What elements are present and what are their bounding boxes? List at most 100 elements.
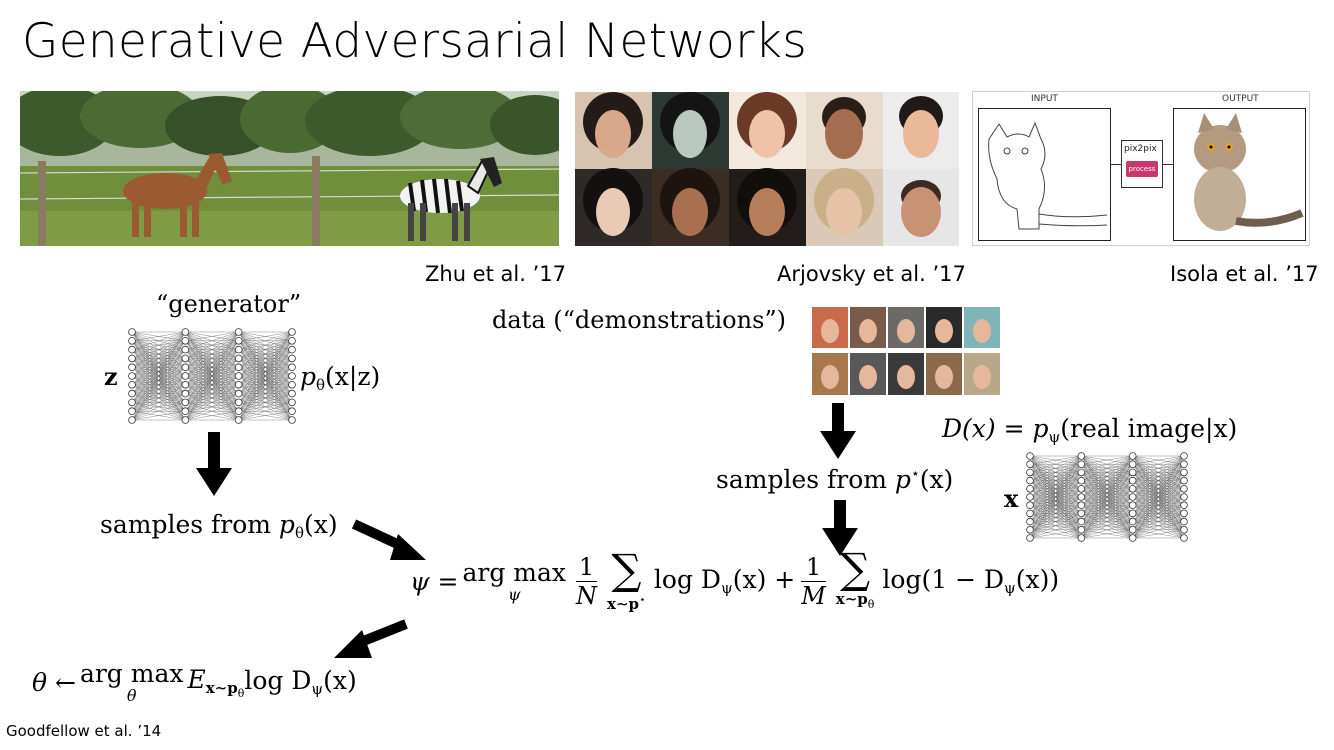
network-edge: [131, 340, 186, 421]
network-node: [1026, 517, 1034, 526]
network-node: [1180, 460, 1188, 468]
network-edge: [131, 402, 186, 421]
arrow-out-line: [1163, 164, 1173, 165]
theta-term-sub: ψ: [311, 680, 324, 698]
network-node: [1180, 476, 1188, 485]
samples-from-generator: samples from pθ(x): [100, 510, 338, 542]
theta-E-sub-text: x∼p: [205, 678, 238, 697]
network-node: [288, 416, 296, 424]
network-edge: [1132, 480, 1185, 539]
network-edge: [131, 349, 186, 421]
network-node: [1180, 493, 1188, 501]
network-edge: [185, 331, 239, 341]
psi-lhs: ψ =: [410, 566, 459, 596]
network-edge: [131, 367, 186, 421]
psi-term2-text: log(1 − D: [882, 565, 1005, 594]
slide-title: Generative Adversarial Networks: [22, 14, 808, 69]
network-node: [288, 407, 296, 415]
network-edge: [1081, 455, 1133, 530]
network-edge: [1029, 496, 1082, 539]
generator-input-z-text: z: [104, 362, 118, 391]
network-edge: [238, 331, 293, 368]
psi-frac2-den: M: [801, 581, 826, 610]
network-edge: [1029, 455, 1082, 514]
psi-term1-text: log D: [653, 565, 721, 594]
psi-sum1-sub: x∼p⋆: [607, 591, 646, 613]
discriminator-definition: D(x) = pψ(real image|x): [942, 414, 1237, 446]
network-edge: [1132, 488, 1185, 539]
network-edge: [1029, 529, 1082, 539]
psi-sum1-symbol: ∑: [611, 545, 642, 594]
network-edge: [238, 331, 293, 385]
network-node: [1077, 476, 1086, 485]
psi-sum1-sub-text: x∼p: [607, 595, 640, 613]
network-edge: [131, 331, 186, 341]
network-edge: [185, 331, 239, 421]
network-edge: [1029, 455, 1082, 473]
psi-sum1-sup: ⋆: [639, 593, 646, 606]
arrow-in-line: [1111, 164, 1121, 165]
psi-sum2-sub-text: x∼p: [835, 590, 868, 608]
network-node: [288, 336, 296, 345]
network-node: [181, 372, 190, 380]
network-edge: [185, 349, 239, 421]
network-edge: [131, 331, 186, 394]
network-node: [181, 389, 190, 398]
psi-sum2-symbol: ∑: [840, 544, 871, 593]
samples-gen-sub: θ: [294, 524, 304, 542]
network-node: [1180, 517, 1188, 526]
network-edge: [1132, 455, 1185, 530]
samples-gen-p: p: [278, 510, 295, 539]
network-node: [1180, 509, 1188, 518]
cat-output-box: [1173, 108, 1306, 241]
network-node: [1128, 468, 1137, 477]
network-edge: [1132, 455, 1185, 473]
pix2pix-input-label: INPUT: [1031, 94, 1058, 104]
network-node: [234, 328, 243, 336]
network-node: [128, 328, 136, 336]
network-edge: [131, 358, 186, 421]
generator-output-arg: (x|z): [325, 362, 381, 391]
network-edge: [185, 331, 239, 350]
generator-update-equation: θ ← arg max θ Ex∼pθ log Dψ(x): [32, 660, 357, 704]
network-node: [1128, 501, 1137, 509]
psi-term2-arg: (x)): [1015, 565, 1060, 594]
psi-frac-1-over-m: 1 M: [801, 553, 826, 610]
theta-E-subsub: θ: [237, 686, 245, 700]
psi-argmax: arg max ψ: [463, 559, 567, 603]
psi-argmax-sub: ψ: [507, 585, 521, 604]
network-node: [1077, 452, 1086, 460]
generator-output-sub: θ: [316, 376, 326, 394]
network-node: [288, 363, 296, 371]
network-edge: [1081, 455, 1133, 539]
data-demonstrations-label: data (“demonstrations”): [492, 306, 787, 334]
network-edge: [131, 384, 186, 421]
samples-data-sup: ⋆: [910, 466, 920, 482]
citation-goodfellow: Goodfellow et al. ’14: [6, 722, 162, 740]
network-edge: [238, 331, 293, 341]
network-node: [1077, 509, 1086, 518]
network-node: [1128, 534, 1137, 542]
network-node: [181, 354, 190, 363]
psi-argmax-op: arg max: [462, 558, 567, 587]
network-edge: [1132, 455, 1185, 539]
discriminator-objective-equation: ψ = arg max ψ 1 N ∑ x∼p⋆ log Dψ(x) + 1 M…: [410, 548, 1059, 614]
network-node: [181, 398, 190, 407]
theta-argmax: arg max θ: [80, 660, 184, 704]
discriminator-input-x: x: [1004, 484, 1018, 513]
network-edge: [238, 358, 293, 421]
caption-arjovsky: Arjovsky et al. ’17: [777, 262, 966, 286]
network-edge: [1029, 480, 1082, 539]
network-edge: [131, 393, 186, 421]
network-node: [1077, 534, 1086, 542]
horse-zebra-image: [20, 91, 559, 246]
network-node: [1180, 501, 1188, 509]
network-edge: [238, 349, 293, 421]
network-node: [1180, 484, 1188, 493]
network-edge: [1029, 521, 1082, 539]
sketch-input-box: [978, 108, 1111, 241]
network-node: [1077, 493, 1086, 501]
network-node: [1128, 452, 1137, 460]
network-edge: [185, 331, 239, 394]
network-edge: [1132, 455, 1185, 481]
